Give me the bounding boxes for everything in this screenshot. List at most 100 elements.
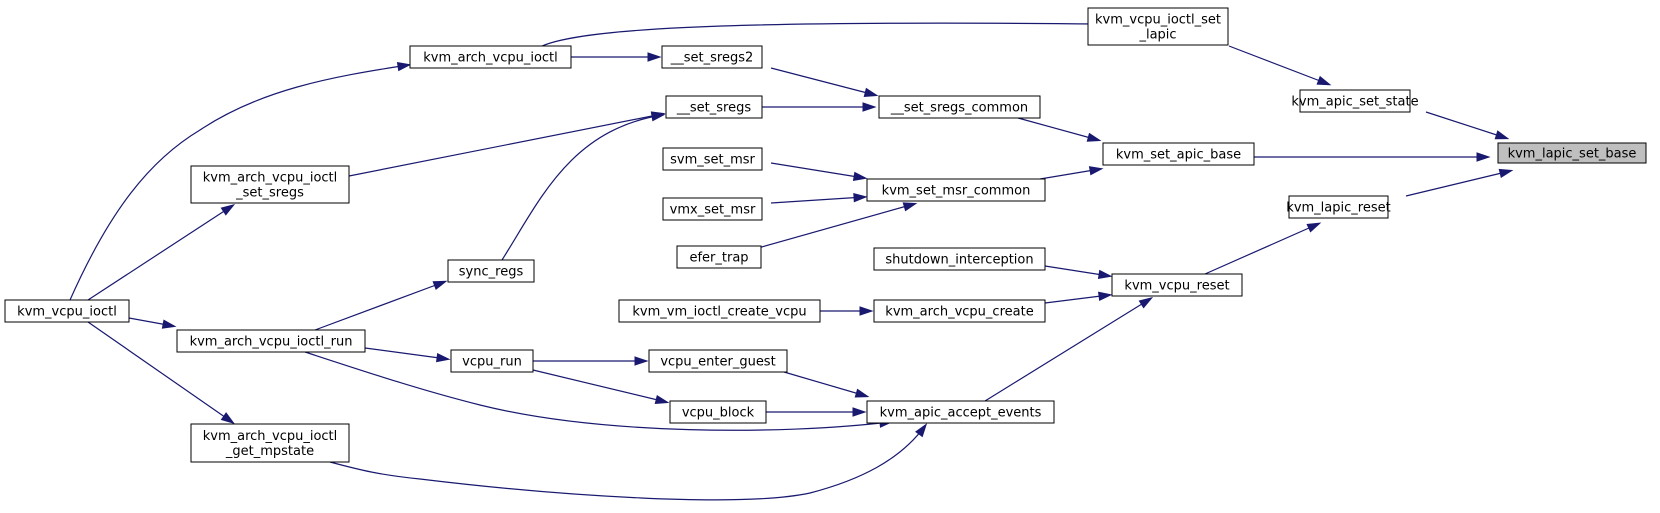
edge-kvm_arch_vcpu_ioctl_run-to-vcpu_run [364,347,451,363]
node-set-sregs[interactable]: __set_sregs [665,95,763,119]
edges [69,19,1514,501]
node-label: kvm_arch_vcpu_ioctl_run [190,335,353,350]
edge-line [1405,170,1511,197]
edge-line [757,203,915,249]
node-kvm-lapic-reset[interactable]: kvm_lapic_reset [1286,195,1391,219]
node-label: kvm_vm_ioctl_create_vcpu [632,305,806,320]
node-box [190,423,350,463]
node-set-sregs2[interactable]: __set_sregs2 [661,45,763,69]
node-box [1111,273,1243,297]
node-label: vcpu_enter_guest [660,355,775,370]
node-set-sregs-common[interactable]: __set_sregs_common [878,95,1041,119]
node-vcpu-block[interactable]: vcpu_block [669,400,767,424]
node-kvm-vcpu-ioctl-set-lapic[interactable]: kvm_vcpu_ioctl_set_lapic [1087,7,1229,46]
node-label: __set_sregs_common [890,101,1028,116]
node-label: kvm_lapic_set_base [1508,147,1637,162]
edge-__set_sregs2-to-__set_sregs_common [770,67,879,97]
node-label: kvm_arch_vcpu_ioctl [423,51,558,66]
node-label: vmx_set_msr [670,203,756,218]
edge-line [770,67,876,96]
node-vcpu-enter-guest[interactable]: vcpu_enter_guest [648,349,788,373]
node-box [1299,89,1411,113]
edge-kvm_apic_accept_events-to-kvm_vcpu_reset [984,297,1154,402]
node-vcpu-run[interactable]: vcpu_run [450,349,534,373]
node-box [176,329,366,353]
node-kvm-arch-vcpu-create[interactable]: kvm_arch_vcpu_create [873,299,1046,323]
edge-line [329,425,926,501]
node-label: kvm_arch_vcpu_ioctl [203,171,338,186]
arrowhead-icon [852,171,868,182]
arrowhead-icon [1097,269,1113,280]
node-kvm-arch-vcpu-ioctl-run[interactable]: kvm_arch_vcpu_ioctl_run [176,329,366,353]
edge-__set_sregs-to-__set_sregs_common [762,102,877,112]
edge-kvm_arch_vcpu_ioctl_run-to-sync_regs [314,280,448,331]
arrowhead-icon [902,202,918,212]
node-box [1288,195,1389,219]
edge-line [1228,45,1329,85]
node-box [662,197,763,221]
arrowhead-icon [854,388,870,398]
node-box [661,45,763,69]
edge-kvm_set_apic_base-to-kvm_lapic_set_base [1254,152,1491,162]
arrowhead-icon [161,319,177,329]
edge-shutdown_interception-to-kvm_vcpu_reset [1044,265,1113,280]
node-efer-trap[interactable]: efer_trap [676,245,762,269]
node-label: shutdown_interception [885,253,1033,268]
node-label: __set_sregs2 [670,51,754,66]
node-box [409,45,572,69]
node-kvm-vcpu-reset[interactable]: kvm_vcpu_reset [1111,273,1243,297]
node-kvm-arch-vcpu-ioctl-get-mpstate[interactable]: kvm_arch_vcpu_ioctl_get_mpstate [190,423,350,463]
edge-line [1204,223,1319,275]
arrowhead-icon [1494,130,1510,140]
edge-kvm_set_msr_common-to-kvm_set_apic_base [1039,166,1104,180]
node-box [665,95,763,119]
node-label: vcpu_block [682,406,755,421]
edge-line [501,114,663,261]
edge-line [87,205,233,301]
arrowhead-icon [650,112,666,122]
node-box [1102,142,1255,166]
edge-line [1425,111,1507,139]
node-sync-regs[interactable]: sync_regs [447,259,535,283]
node-kvm-vcpu-ioctl[interactable]: kvm_vcpu_ioctl [4,299,130,323]
node-kvm-lapic-set-base[interactable]: kvm_lapic_set_base [1497,142,1647,164]
node-kvm-arch-vcpu-ioctl-set-sregs[interactable]: kvm_arch_vcpu_ioctl_set_sregs [190,165,350,204]
edge-svm_set_msr-to-kvm_set_msr_common [770,162,868,182]
node-label: kvm_apic_accept_events [880,406,1042,421]
node-kvm-set-msr-common[interactable]: kvm_set_msr_common [866,178,1046,202]
node-label: svm_set_msr [670,153,755,168]
edge-line [87,321,233,423]
edge-line [348,113,663,177]
node-box [447,259,535,283]
edge-line [1044,265,1110,277]
edge-__set_sregs_common-to-kvm_set_apic_base [1017,117,1102,142]
arrowhead-icon [396,61,412,72]
node-kvm-apic-accept-events[interactable]: kvm_apic_accept_events [866,400,1055,424]
edge-kvm_arch_vcpu_ioctl_get_mpstate-to-kvm_apic_accept_events [329,423,928,501]
node-kvm-set-apic-base[interactable]: kvm_set_apic_base [1102,142,1255,166]
edge-kvm_vcpu_ioctl-to-kvm_arch_vcpu_ioctl_run [128,317,177,329]
edge-kvm_arch_vcpu_create-to-kvm_vcpu_reset [1044,291,1113,304]
node-shutdown-interception[interactable]: shutdown_interception [873,247,1046,271]
node-svm-set-msr[interactable]: svm_set_msr [662,147,763,171]
edge-kvm_vcpu_ioctl-to-kvm_arch_vcpu_ioctl_set_sregs [87,204,236,301]
arrowhead-icon [1476,152,1491,162]
edge-line [364,347,448,360]
arrowhead-icon [432,280,448,291]
edge-kvm_arch_vcpu_ioctl_set_sregs-to-__set_sregs [348,111,666,177]
edge-line [541,22,1101,47]
node-label: kvm_vcpu_ioctl [17,305,117,320]
edge-kvm_vm_ioctl_create_vcpu-to-kvm_arch_vcpu_create [820,306,874,316]
arrowhead-icon [862,102,877,112]
arrowhead-icon [436,352,451,363]
node-kvm-apic-set-state[interactable]: kvm_apic_set_state [1291,89,1419,113]
node-kvm-vm-ioctl-create-vcpu[interactable]: kvm_vm_ioctl_create_vcpu [618,299,821,323]
node-box [662,147,763,171]
node-box [190,165,350,204]
edge-kvm_vcpu_reset-to-kvm_lapic_reset [1204,222,1322,275]
arrowhead-icon [647,52,662,62]
node-label: sync_regs [459,265,524,280]
node-kvm-arch-vcpu-ioctl[interactable]: kvm_arch_vcpu_ioctl [409,45,572,69]
arrowhead-icon [859,306,874,316]
node-vmx-set-msr[interactable]: vmx_set_msr [662,197,763,221]
